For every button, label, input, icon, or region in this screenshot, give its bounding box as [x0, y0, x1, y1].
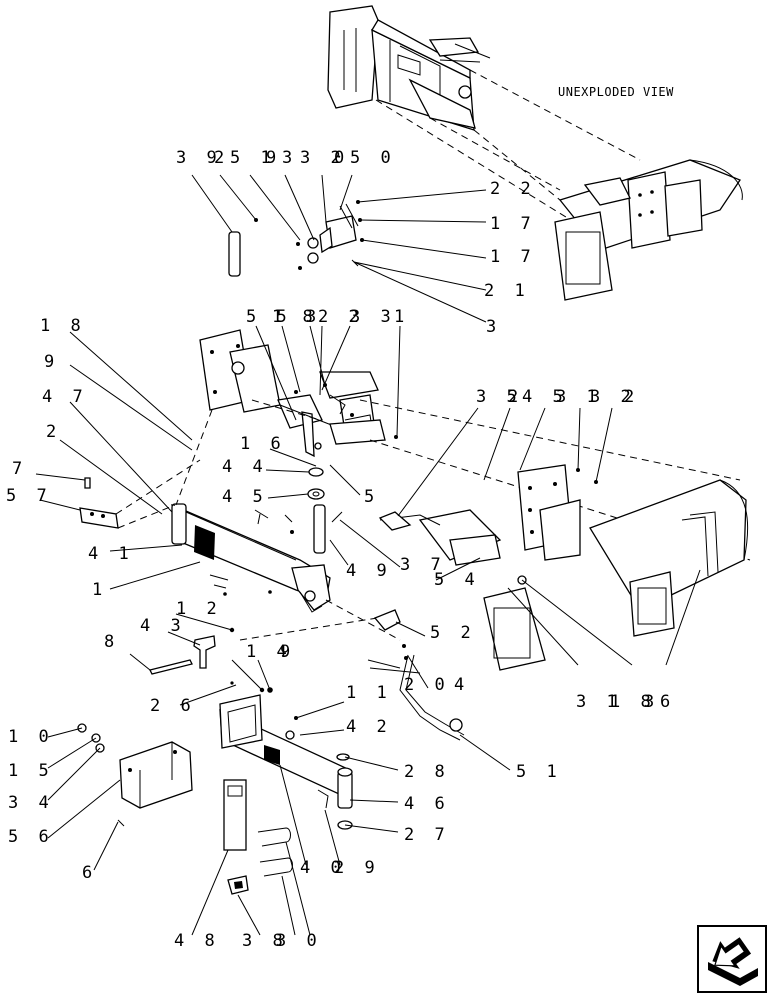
leader-lines: [35, 174, 701, 936]
unexploded-assembly: [327, 5, 491, 131]
mount-plate-assembly: [199, 329, 398, 458]
callout-12: 1 2: [176, 599, 222, 619]
callout-15: 1 5: [8, 761, 54, 781]
frame-tube-upper: [554, 159, 743, 301]
callout-28: 2 8: [404, 762, 450, 782]
unexploded-view-title: UNEXPLODED VIEW: [558, 85, 674, 99]
callout-16: 1 6: [240, 434, 286, 454]
callout-30: 3 0: [276, 931, 322, 951]
bracket-50: [296, 200, 364, 270]
callout-43: 4 3: [140, 616, 186, 636]
callout-6: 6: [82, 863, 97, 883]
callout-56: 5 6: [8, 827, 54, 847]
pin-49: [313, 504, 343, 554]
callout-9: 9: [280, 642, 295, 662]
callout-27: 2 7: [404, 825, 450, 845]
callout-14: 1 4: [246, 642, 292, 662]
callout-7: 7: [12, 459, 27, 479]
bar-57: [79, 477, 119, 529]
callout-2: 2: [214, 148, 229, 168]
callout-9: 9: [44, 352, 59, 372]
callout-5: 5: [364, 487, 379, 507]
callout-45: 4 5: [222, 487, 268, 507]
callout-1: 1: [394, 307, 409, 327]
callout-38: 3 8: [242, 931, 288, 951]
callout-20: 2 0: [404, 675, 450, 695]
fasteners-14-9: [230, 681, 273, 693]
callout-1: 1: [92, 580, 107, 600]
callout-3: 3: [282, 148, 297, 168]
callout-2: 2: [508, 387, 523, 407]
callout-6: 6: [660, 692, 675, 712]
callout-51: 5 1: [230, 148, 276, 168]
pin-39: [228, 218, 258, 277]
post-48: [223, 779, 249, 895]
callout-4: 4: [454, 675, 469, 695]
rod-51: [367, 609, 465, 741]
frame-tube-lower: [359, 399, 751, 671]
callout-11: 1 1: [346, 683, 392, 703]
callout-29: 2 9: [334, 858, 380, 878]
callout-49: 4 9: [346, 561, 392, 581]
callout-17: 1 7: [490, 214, 536, 234]
callout-54: 5 4: [434, 570, 480, 590]
plate-54: [378, 509, 502, 566]
callout-52: 5 2: [430, 623, 476, 643]
callout-34: 3 4: [8, 793, 54, 813]
callout-18: 1 8: [40, 316, 86, 336]
callout-42: 4 2: [346, 717, 392, 737]
callout-8: 8: [104, 632, 119, 652]
callout-44: 4 4: [222, 457, 268, 477]
callout-22: 2 2: [318, 307, 364, 327]
arm-41: [171, 503, 331, 613]
callout-57: 5 7: [6, 486, 52, 506]
callout-40: 4 0: [300, 858, 346, 878]
callout-32: 3 2: [590, 387, 636, 407]
handle-43: [149, 627, 235, 675]
callout-41: 4 1: [88, 544, 134, 564]
callout-32: 3 2: [300, 148, 346, 168]
callout-37: 3 7: [400, 555, 446, 575]
callout-31: 3 1: [556, 387, 602, 407]
callout-0: 0: [334, 148, 349, 168]
callout-46: 4 6: [404, 794, 450, 814]
callout-10: 1 0: [8, 727, 54, 747]
callout-9: 9: [266, 148, 281, 168]
callout-17: 1 7: [490, 247, 536, 267]
lower-frame-40: [219, 694, 353, 830]
callout-33: 3 3: [350, 307, 396, 327]
washers-44-45: [307, 467, 325, 500]
callout-2: 2: [624, 387, 639, 407]
bracket-56: [77, 723, 193, 827]
callout-45: 4 5: [522, 387, 568, 407]
callout-31: 3 1: [576, 692, 622, 712]
view-title: UNEXPLODED VIEW: [558, 85, 674, 99]
callout-22: 2 2: [490, 179, 536, 199]
callout-21: 2 1: [484, 281, 530, 301]
projection-lines-top: [375, 69, 641, 239]
callout-35: 3 5: [476, 387, 522, 407]
callout-3: 3: [486, 317, 501, 337]
callout-50: 5 0: [350, 148, 396, 168]
callout-labels: 3 9 2 5 1 9 3 3 2 0 5 0 2 2 1 7 1 7 2 1 …: [6, 148, 675, 951]
callout-3: 3: [306, 307, 321, 327]
callout-55: 5 5: [246, 307, 292, 327]
next-page-icon[interactable]: [697, 925, 767, 993]
callout-39: 3 9: [176, 148, 222, 168]
callout-3: 3: [644, 692, 659, 712]
assembly-lines-mid: [115, 399, 401, 641]
callout-18: 1 8: [610, 692, 656, 712]
callout-47: 4 7: [42, 387, 88, 407]
callout-2: 2: [46, 422, 61, 442]
callout-18: 1 8: [272, 307, 318, 327]
u-bolts-38-30: [257, 827, 293, 877]
callout-26: 2 6: [150, 696, 196, 716]
callout-51: 5 1: [516, 762, 562, 782]
callout-48: 4 8: [174, 931, 220, 951]
